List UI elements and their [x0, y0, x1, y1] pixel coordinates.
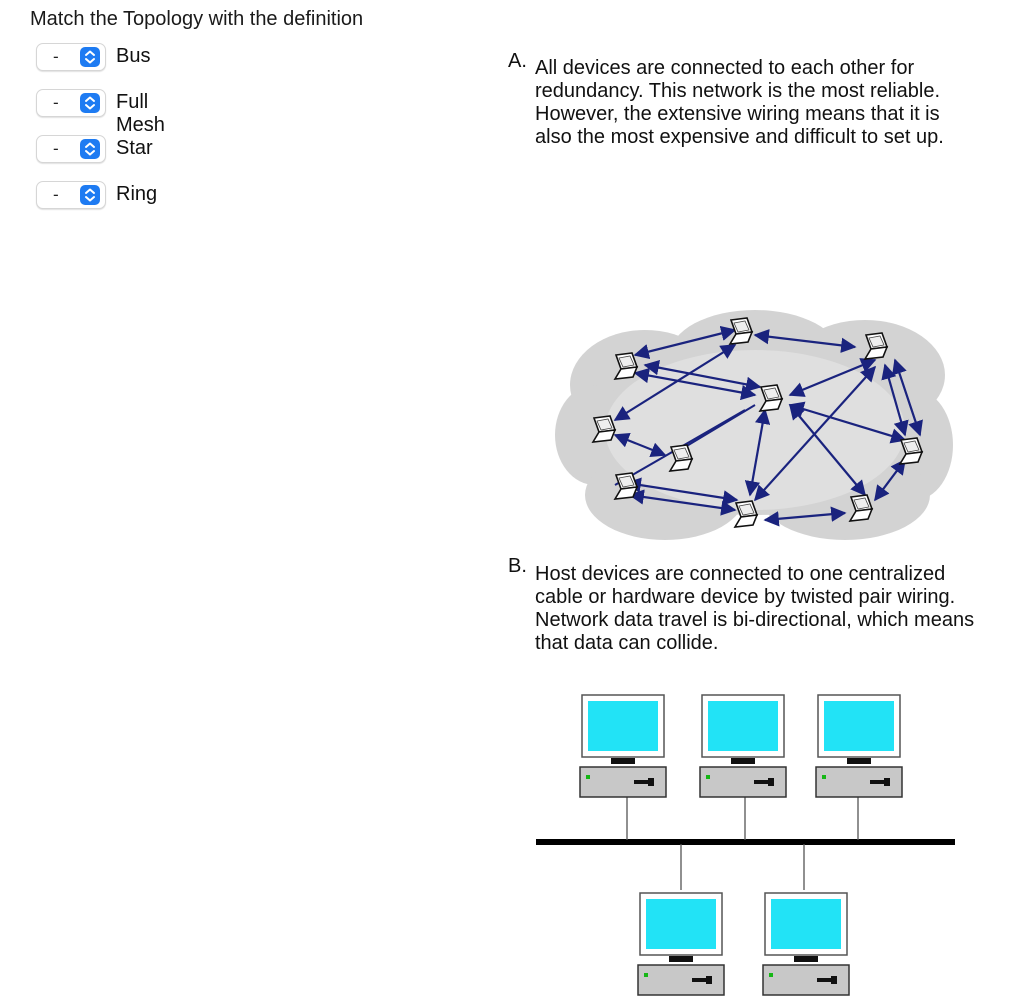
term-label: Bus	[116, 45, 151, 67]
chevron-updown-icon	[80, 47, 100, 67]
select-value: -	[53, 139, 59, 158]
select-value: -	[53, 47, 59, 66]
term-label: Star	[116, 137, 153, 159]
option-b-letter: B.	[508, 555, 527, 577]
desktop-computer-icon	[637, 892, 725, 996]
term-label: Ring	[116, 183, 158, 205]
drop-cables	[626, 792, 859, 890]
desktop-computer-icon	[579, 694, 667, 798]
option-a-text: All devices are connected to each other …	[535, 57, 944, 148]
chevron-updown-icon	[80, 93, 100, 113]
question-title: Match the Topology with the definition	[30, 8, 364, 30]
desktop-computer-icon	[699, 694, 787, 798]
select-value: -	[53, 93, 59, 112]
select-value: -	[53, 185, 59, 204]
option-b-text: Host devices are connected to one centra…	[535, 563, 975, 654]
full-mesh-network-diagram	[555, 310, 953, 540]
chevron-updown-icon	[80, 139, 100, 159]
term-label: Full Mesh	[116, 91, 165, 136]
answer-select-star[interactable]: -	[36, 135, 106, 163]
option-a-letter: A.	[508, 50, 527, 72]
answer-select-ring[interactable]: -	[36, 181, 106, 209]
chevron-updown-icon	[80, 185, 100, 205]
desktop-computer-icon	[762, 892, 850, 996]
desktop-computer-icon	[815, 694, 903, 798]
mesh-links	[613, 325, 923, 527]
bus-network-diagram	[536, 694, 955, 996]
answer-select-full-mesh[interactable]: -	[36, 89, 106, 117]
answer-select-bus[interactable]: -	[36, 43, 106, 71]
